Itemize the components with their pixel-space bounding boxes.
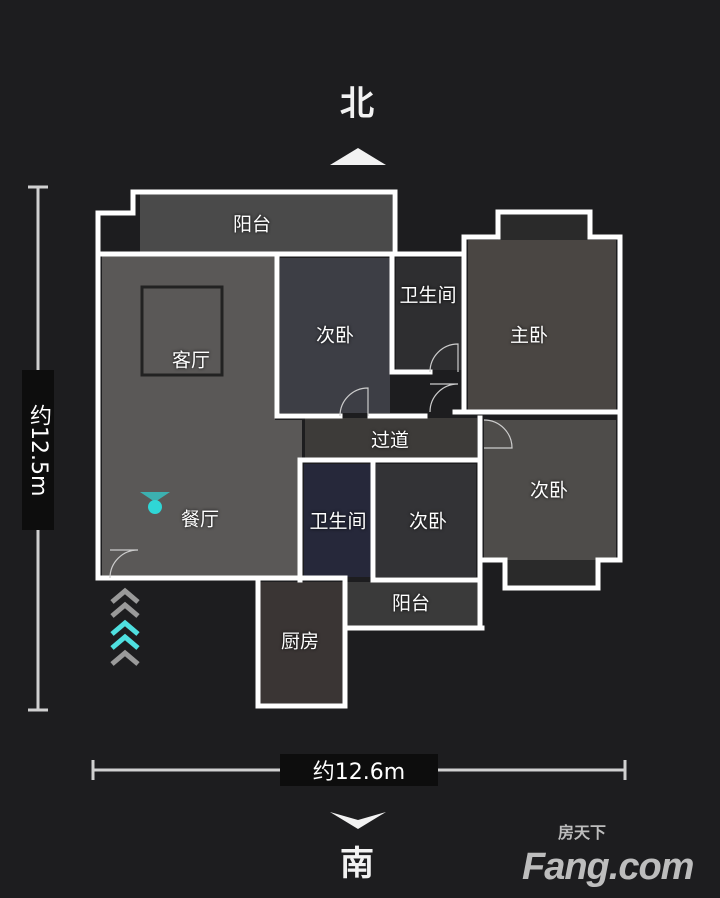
room-label-dining-room: 餐厅: [180, 508, 220, 531]
walls: [95, 189, 623, 709]
room-label-kitchen: 厨房: [280, 630, 320, 653]
room-label-balcony-south: 阳台: [391, 592, 431, 615]
logo-chinese: 房天下: [558, 823, 607, 842]
room-label-living-room: 客厅: [171, 349, 211, 372]
south-label: 南: [340, 844, 374, 884]
room-label-balcony-north: 阳台: [232, 213, 272, 236]
room-label-bathroom-south: 卫生间: [309, 510, 367, 533]
room-label-bedroom-north: 次卧: [315, 324, 355, 347]
room-label-bedroom-south: 次卧: [408, 510, 448, 533]
ceiling-outline: [140, 285, 224, 377]
room-label-hallway: 过道: [370, 429, 410, 452]
height-dimension-box: 约12.5m: [22, 370, 54, 530]
north-label: 北: [340, 84, 374, 124]
room-label-bathroom-north: 卫生间: [399, 284, 457, 307]
north-arrow-icon: [330, 148, 386, 165]
height-dimension-label: 约12.5m: [26, 403, 51, 497]
south-arrow-icon: [330, 812, 386, 829]
logo-latin: Fang.com: [522, 846, 694, 888]
entrance-chevrons-icon: [110, 587, 140, 666]
room-label-bedroom-east: 次卧: [529, 479, 569, 502]
door-arcs: [109, 343, 513, 579]
fang-logo: 房天下 Fang.com: [522, 824, 712, 892]
room-label-master-bedroom: 主卧: [509, 324, 549, 347]
position-marker-icon: [148, 500, 162, 514]
view-direction-icon: [140, 492, 170, 502]
width-dimension-label: 约12.6m: [280, 754, 438, 786]
